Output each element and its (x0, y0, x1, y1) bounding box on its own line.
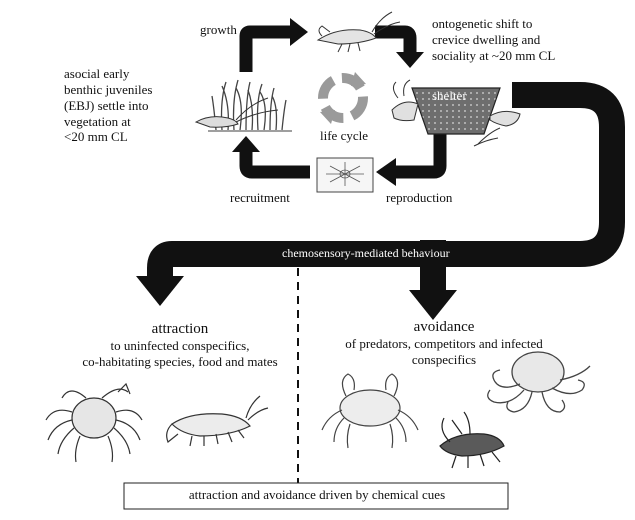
asocial-line-2: benthic juveniles (64, 81, 153, 97)
recruitment-label: recruitment (230, 190, 290, 205)
growth-arrow (239, 18, 308, 72)
footer-caption: attraction and avoidance driven by chemi… (188, 487, 446, 502)
spider-crab-icon (45, 382, 143, 463)
shelter-lobsters-icon (391, 79, 521, 147)
adult-lobster-top-icon (316, 11, 401, 53)
shelter-label: shelter (432, 88, 467, 103)
avoidance-detail-line-1: of predators, competitors and infected (345, 336, 543, 351)
seagrass-illustration (208, 79, 292, 132)
ontogenetic-shift-line-1: ontogenetic shift to (432, 16, 533, 31)
shelter-box (411, 87, 501, 135)
juvenile-lobster-icon (194, 97, 279, 128)
reproduction-label: reproduction (386, 190, 453, 205)
shrimp-icon (166, 395, 269, 447)
asocial-line-4: vegetation at (64, 113, 131, 129)
footer-box (123, 482, 509, 510)
asocial-line-5: <20 mm CL (64, 129, 128, 145)
avoidance-detail: of predators, competitors and infected c… (314, 336, 574, 368)
behaviour-band (136, 82, 625, 320)
ontogenetic-shift-line-3: sociality at ~20 mm CL (432, 47, 556, 63)
octopus-icon (487, 351, 591, 413)
dark-lobster-icon (439, 411, 505, 469)
ontogenetic-shift-line-2: crevice dwelling and (432, 31, 541, 47)
asocial-line-3: (EBJ) settle into (64, 97, 149, 113)
band-label: chemosensory-mediated behaviour (282, 246, 450, 260)
shift-arrow (375, 25, 424, 68)
larva-illustration (316, 157, 374, 193)
ontogenetic-shift-note: ontogenetic shift to crevice dwelling an… (432, 16, 555, 64)
growth-label: growth (200, 22, 237, 37)
attraction-detail-line-2: co-habitating species, food and mates (82, 353, 278, 369)
attraction-detail: to uninfected conspecifics, co-habitatin… (20, 338, 340, 370)
shore-crab-icon (321, 373, 419, 449)
asocial-line-1: asocial early (64, 66, 130, 81)
asocial-juveniles-note: asocial early benthic juveniles (EBJ) se… (64, 66, 152, 145)
avoidance-title: avoidance (413, 319, 475, 335)
attraction-title: attraction (151, 321, 209, 337)
reproduction-arrow (376, 134, 447, 186)
avoidance-detail-line-2: conspecifics (411, 351, 477, 367)
recruitment-arrow (232, 136, 310, 179)
life-cycle-label: life cycle (320, 128, 368, 143)
life-cycle-icon (318, 72, 368, 124)
attraction-detail-line-1: to uninfected conspecifics, (110, 338, 250, 353)
